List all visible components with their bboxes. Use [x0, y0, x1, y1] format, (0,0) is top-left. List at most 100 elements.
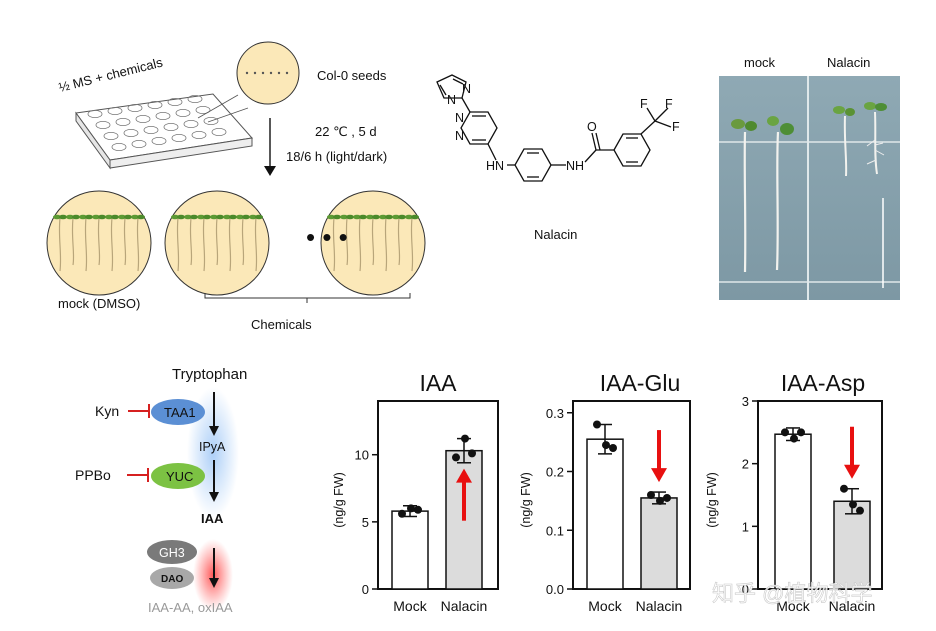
kyn-label: Kyn — [95, 403, 119, 419]
y-axis-label: (ng/g FW) — [519, 472, 533, 528]
y-tick-label: 3 — [742, 394, 749, 409]
data-point — [414, 505, 422, 514]
svg-text:NH: NH — [566, 159, 584, 173]
change-arrow-down — [844, 426, 860, 479]
x-tick-label: Nalacin — [441, 598, 488, 614]
change-arrow-up — [456, 468, 472, 521]
watermark: 知乎 @植物科学 — [712, 581, 872, 606]
well-plate — [75, 93, 253, 170]
chart-title: IAA-Asp — [781, 370, 865, 396]
data-point — [856, 506, 864, 515]
y-tick-label: 1 — [742, 519, 749, 534]
chart-title: IAA — [419, 370, 457, 396]
x-tick-label: Mock — [393, 598, 427, 614]
nalacin-structure — [436, 74, 672, 182]
change-arrow-down — [651, 430, 667, 483]
chemical-dish-1 — [164, 190, 270, 296]
petri-dishes — [46, 190, 426, 296]
photo-mock-label: mock — [744, 55, 776, 70]
y-tick-label: 0.3 — [546, 406, 564, 421]
y-tick-label: 0 — [742, 582, 749, 597]
x-tick-label: Nalacin — [636, 598, 683, 614]
y-tick-label: 0.0 — [546, 582, 564, 597]
seeds — [245, 71, 289, 75]
plate-label: ½ MS + chemicals — [57, 54, 165, 94]
dao-label: DAO — [161, 574, 183, 585]
y-tick-label: 5 — [362, 515, 369, 530]
svg-text:F: F — [665, 97, 673, 111]
mock-dish — [46, 190, 152, 296]
bar-nalacin — [640, 497, 678, 590]
y-tick-label: 0.1 — [546, 523, 564, 538]
svg-text:N: N — [455, 129, 464, 143]
iaa-label: IAA — [201, 511, 224, 526]
data-point — [593, 420, 601, 429]
svg-text:F: F — [672, 120, 680, 134]
dao-node — [150, 567, 194, 589]
bar-mock — [586, 438, 624, 590]
taa1-node — [151, 399, 205, 425]
seed-dish-zoom — [236, 41, 300, 105]
data-point — [840, 484, 848, 493]
data-point — [398, 509, 406, 518]
y-tick-label: 10 — [355, 448, 369, 463]
data-point — [468, 449, 476, 458]
nalacin-seedlings — [833, 102, 887, 177]
svg-text:HN: HN — [486, 159, 504, 173]
chemical-dish-2 — [320, 190, 426, 296]
data-point — [407, 504, 415, 513]
data-point — [790, 434, 798, 443]
screening-schematic: ½ MS + chemicals Col-0 seeds 22 ℃ , 5 d … — [46, 41, 426, 332]
bar-mock — [391, 510, 429, 590]
chart-frame — [572, 400, 691, 590]
chemicals-label: Chemicals — [251, 317, 312, 332]
ellipsis: • • • — [306, 222, 348, 252]
condition-light: 18/6 h (light/dark) — [286, 149, 387, 164]
gh3-node — [147, 540, 197, 564]
taa1-label: TAA1 — [164, 405, 196, 420]
yuc-label: YUC — [166, 469, 193, 484]
ppbo-label: PPBo — [75, 467, 111, 483]
data-point — [647, 491, 655, 499]
photo-nalacin-label: Nalacin — [827, 55, 870, 70]
y-axis-label: (ng/g FW) — [705, 472, 719, 528]
data-point — [656, 496, 664, 505]
molecule-name: Nalacin — [534, 227, 577, 242]
bar-mock — [774, 433, 812, 590]
data-point — [452, 453, 460, 462]
svg-text:N: N — [447, 93, 456, 107]
x-tick-label: Mock — [588, 598, 622, 614]
chart-title: IAA-Glu — [600, 370, 681, 396]
auxin-pathway: Tryptophan TAA1 Kyn IPyA YUC PPBo IAA GH… — [75, 366, 247, 615]
chart-frame — [757, 400, 883, 590]
mock-dish-label: mock (DMSO) — [58, 296, 140, 311]
tryptophan-label: Tryptophan — [172, 366, 247, 383]
data-point — [849, 500, 857, 509]
svg-text:O: O — [587, 120, 597, 134]
data-point — [609, 444, 617, 452]
svg-text:F: F — [640, 97, 648, 111]
data-point — [781, 428, 789, 437]
svg-text:N: N — [462, 82, 471, 96]
y-tick-label: 0 — [362, 582, 369, 597]
end-products-label: IAA-AA, oxIAA — [148, 600, 233, 615]
yuc-node — [151, 463, 205, 489]
y-tick-label: 0.2 — [546, 465, 564, 480]
x-tick-label: Mock — [776, 598, 810, 614]
gh3-label: GH3 — [159, 546, 185, 560]
data-point — [663, 493, 671, 502]
seedling-photo: mock Nalacin — [719, 55, 900, 300]
ipya-label: IPyA — [199, 440, 226, 454]
svg-text:N: N — [455, 111, 464, 125]
seed-label: Col-0 seeds — [317, 68, 387, 83]
mock-seedlings — [731, 116, 794, 273]
x-tick-label: Nalacin — [829, 598, 876, 614]
data-point — [461, 434, 469, 443]
condition-temp: 22 ℃ , 5 d — [315, 124, 377, 139]
y-tick-label: 2 — [742, 457, 749, 472]
